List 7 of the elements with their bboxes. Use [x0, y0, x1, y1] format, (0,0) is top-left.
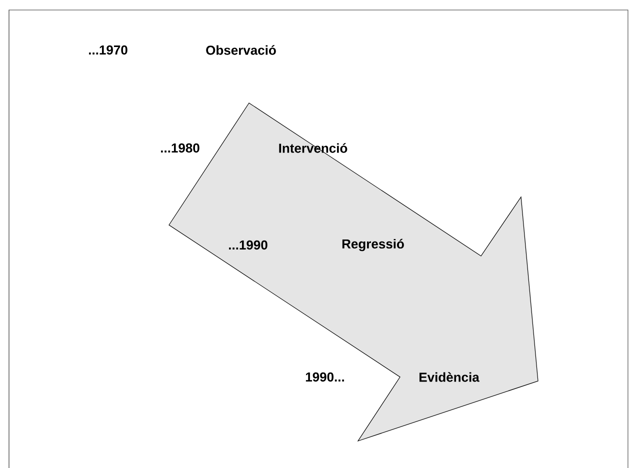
label: Regressió [342, 238, 404, 252]
label: 1990... [306, 372, 344, 382]
label: ...1970 [89, 45, 128, 55]
label: ...1980 [161, 143, 200, 153]
label: ...1990 [229, 240, 268, 250]
label: Observació [206, 45, 276, 55]
label: Evidència [420, 372, 480, 382]
